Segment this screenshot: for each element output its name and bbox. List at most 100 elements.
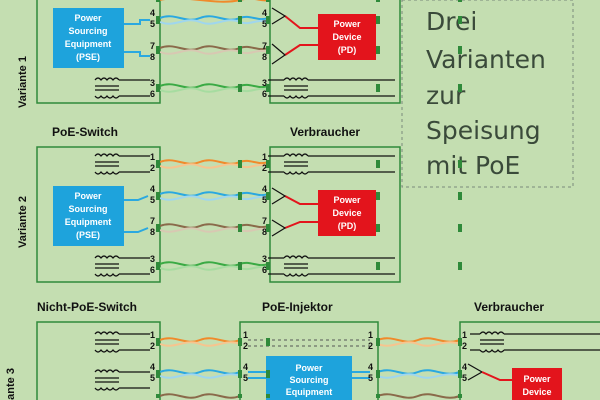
connector-tick	[238, 164, 242, 168]
v2-sw-pin3: 3	[150, 254, 155, 264]
variant-3-label: Variante 3	[5, 368, 17, 400]
v3-inj-pin1b: 1	[368, 330, 373, 340]
connector-tick	[238, 46, 242, 50]
v3-pse-line-1: Power	[295, 363, 323, 373]
title-line-5: mit PoE	[426, 151, 520, 180]
v3-sw-pin2: 2	[150, 341, 155, 351]
connector-tick	[458, 0, 462, 2]
connector-tick	[376, 16, 380, 20]
v3-injector-frame	[239, 321, 379, 400]
connector-tick	[458, 266, 462, 270]
connector-tick	[238, 160, 242, 164]
v2-pair-45	[159, 191, 269, 197]
connector-tick	[266, 160, 270, 164]
connector-tick	[156, 370, 160, 374]
connector-tick	[376, 228, 380, 232]
v2-pair-12	[159, 159, 269, 165]
connector-tick	[376, 374, 380, 378]
connector-tick	[458, 262, 462, 266]
v2-sw-pin1: 1	[150, 152, 155, 162]
connector-tick	[376, 160, 380, 164]
connector-tick	[238, 196, 242, 200]
v2-device-frame	[269, 146, 401, 283]
v1-pse-line-1: Power	[74, 13, 102, 23]
connector-tick	[266, 374, 270, 378]
connector-tick	[266, 46, 270, 50]
connector-tick	[266, 338, 270, 342]
v3-inj-pin2: 2	[243, 341, 248, 351]
connector-tick	[458, 342, 462, 346]
v3-pd-line-1: Power	[523, 374, 551, 384]
v3-pd-pin5: 5	[462, 373, 467, 383]
connector-tick	[266, 16, 270, 20]
connector-tick	[458, 84, 462, 88]
v2-pd-pin2: 2	[262, 163, 267, 173]
connector-tick	[238, 338, 242, 342]
connector-tick	[376, 88, 380, 92]
connector-tick	[376, 192, 380, 196]
v2-pse-box	[53, 186, 124, 246]
connector-tick	[156, 374, 160, 378]
connector-tick	[156, 164, 160, 168]
connector-tick	[458, 370, 462, 374]
v3-pse-line-3: Equipment	[286, 387, 333, 397]
v3-pse-box	[266, 356, 352, 400]
v1-pair-45	[159, 15, 269, 21]
connector-tick	[376, 394, 380, 398]
v2-pd-box	[318, 190, 376, 236]
connector-tick	[156, 262, 160, 266]
connector-tick	[238, 370, 242, 374]
v1-pd-line-3: (PD)	[338, 45, 357, 55]
v3-sw-pin5: 5	[150, 373, 155, 383]
v1-pd-pin3: 3	[262, 78, 267, 88]
connector-tick	[238, 192, 242, 196]
connector-tick	[156, 338, 160, 342]
connector-tick	[458, 228, 462, 232]
connector-ticks	[156, 0, 462, 398]
v2-sw-pin7: 7	[150, 216, 155, 226]
v1-sw-pin5: 5	[150, 19, 155, 29]
v3-pd-box	[512, 368, 562, 400]
v1-pd-pin8: 8	[262, 52, 267, 62]
connector-tick	[376, 262, 380, 266]
connector-tick	[238, 394, 242, 398]
connector-tick	[376, 46, 380, 50]
v1-pd-pin7: 7	[262, 41, 267, 51]
connector-tick	[238, 84, 242, 88]
connector-tick	[238, 16, 242, 20]
v1-pair-78	[159, 45, 269, 51]
connector-tick	[266, 262, 270, 266]
v3-device-frame	[459, 321, 600, 400]
v2-sw-pin4: 4	[150, 184, 155, 194]
variant-3: Nicht-PoE-Switch PoE-Injektor Verbrauche…	[5, 300, 600, 400]
connector-tick	[238, 20, 242, 24]
v3-pair-45	[159, 369, 241, 375]
v2-pd-pin4: 4	[262, 184, 267, 194]
title-frame	[401, 0, 574, 188]
connector-tick	[266, 192, 270, 196]
variant-1-label: Variante 1	[17, 56, 29, 108]
connector-tick	[266, 20, 270, 24]
v2-pd-line-2: Device	[332, 208, 361, 218]
connector-tick	[238, 374, 242, 378]
v2-consumer-label: Verbraucher	[290, 125, 360, 139]
connector-tick	[458, 374, 462, 378]
connector-tick	[458, 338, 462, 342]
variant-2-label: Variante 2	[17, 196, 29, 248]
v3-inj-pin2b: 2	[368, 341, 373, 351]
v1-pd-line-1: Power	[333, 19, 361, 29]
connector-tick	[458, 46, 462, 50]
connector-tick	[376, 342, 380, 346]
connector-tick	[266, 50, 270, 54]
connector-tick	[376, 0, 380, 2]
v3-switch-label: Nicht-PoE-Switch	[37, 300, 137, 314]
v1-pse-line-4: (PSE)	[76, 52, 100, 62]
v1-pd-pin6: 6	[262, 89, 267, 99]
v3-inj-pin5b: 5	[368, 373, 373, 383]
connector-tick	[376, 164, 380, 168]
v2-pd-line-3: (PD)	[338, 221, 357, 231]
connector-tick	[156, 266, 160, 270]
connector-tick	[238, 50, 242, 54]
v3-pd-pin4: 4	[462, 362, 467, 372]
